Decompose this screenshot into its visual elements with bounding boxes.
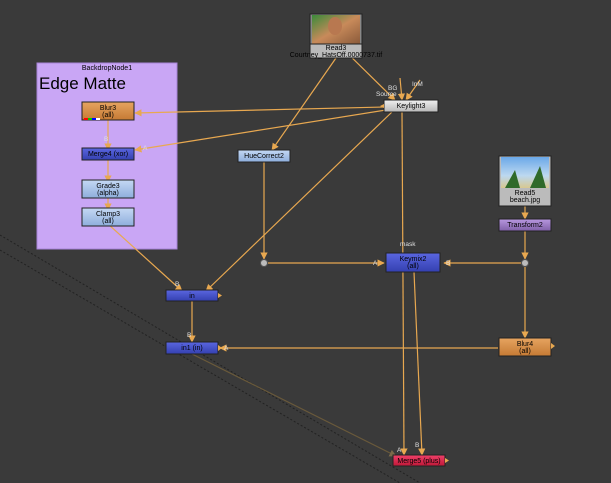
huecorrect2-label: HueCorrect2 bbox=[244, 153, 284, 160]
transform2-label: Transform2 bbox=[507, 222, 543, 229]
blur3-sub: (all) bbox=[102, 112, 114, 119]
blur3-label: Blur3 bbox=[100, 105, 116, 112]
blur4-sub: (all) bbox=[519, 348, 531, 355]
edges bbox=[104, 43, 529, 457]
port-inm: InM bbox=[412, 81, 423, 88]
port-b-in2: B bbox=[187, 332, 191, 339]
port-a-keymix2: A bbox=[373, 260, 378, 267]
read5-file: beach.jpg bbox=[510, 197, 540, 204]
clamp3-node[interactable]: Clamp3 (all) bbox=[81, 207, 135, 227]
keymix2-label: Keymix2 bbox=[400, 256, 427, 263]
port-a-merge4: A bbox=[143, 145, 148, 152]
port-b-merge4: B bbox=[104, 136, 108, 143]
huecorrect2-node[interactable]: HueCorrect2 bbox=[237, 149, 291, 163]
read3-node[interactable]: Read3 Courtney_HatsOff.0000737.tif bbox=[290, 13, 383, 59]
merge5-label: Merge5 (plus) bbox=[397, 458, 440, 465]
transform2-node[interactable]: Transform2 bbox=[498, 218, 552, 232]
read3-label: Read3 bbox=[326, 45, 347, 52]
backdrop-dashed-line bbox=[0, 249, 401, 483]
in-label: in bbox=[189, 293, 195, 300]
blur4-node[interactable]: Blur4 (all) bbox=[498, 337, 555, 357]
backdrop-name: BackdropNode1 bbox=[82, 65, 132, 72]
keymix2-node[interactable]: Keymix2 (all) bbox=[385, 252, 441, 273]
keymix2-sub: (all) bbox=[407, 263, 419, 270]
backdrop-dashed-line bbox=[0, 234, 421, 483]
port-b-keymix2: B bbox=[446, 260, 450, 267]
dot-node[interactable] bbox=[260, 259, 268, 267]
merge5-node[interactable]: Merge5 (plus) bbox=[392, 454, 449, 467]
keylight3-label: Keylight3 bbox=[397, 103, 426, 110]
clamp3-label: Clamp3 bbox=[96, 211, 120, 218]
port-b-merge5: B bbox=[415, 442, 419, 449]
port-bg: BG bbox=[388, 85, 397, 92]
backdrop-label: Edge Matte bbox=[39, 74, 126, 93]
read5-label: Read5 bbox=[515, 190, 536, 197]
port-a-in2: A bbox=[224, 345, 229, 352]
in2-label: in1 (in) bbox=[181, 345, 202, 352]
in-node[interactable]: in bbox=[165, 289, 222, 302]
port-mask: mask bbox=[400, 241, 416, 248]
dot-node[interactable] bbox=[521, 259, 529, 267]
grade3-sub: (alpha) bbox=[97, 190, 119, 197]
grade3-node[interactable]: Grade3 (alpha) bbox=[81, 179, 135, 199]
merge4-node[interactable]: Merge4 (xor) bbox=[81, 147, 135, 161]
in2-node[interactable]: in1 (in) bbox=[165, 341, 222, 355]
port-a-merge5: A bbox=[397, 447, 402, 454]
blur3-node[interactable]: Blur3 (all) bbox=[81, 101, 135, 121]
merge4-label: Merge4 (xor) bbox=[88, 151, 128, 158]
read3-file: Courtney_HatsOff.0000737.tif bbox=[290, 52, 383, 59]
port-source: Source bbox=[376, 91, 397, 98]
blur4-label: Blur4 bbox=[517, 341, 533, 348]
keylight3-node[interactable]: Keylight3 bbox=[380, 99, 439, 113]
grade3-label: Grade3 bbox=[96, 183, 119, 190]
clamp3-sub: (all) bbox=[102, 218, 114, 225]
port-b-in: B bbox=[175, 281, 179, 288]
read5-node[interactable]: Read5 beach.jpg bbox=[498, 155, 552, 207]
